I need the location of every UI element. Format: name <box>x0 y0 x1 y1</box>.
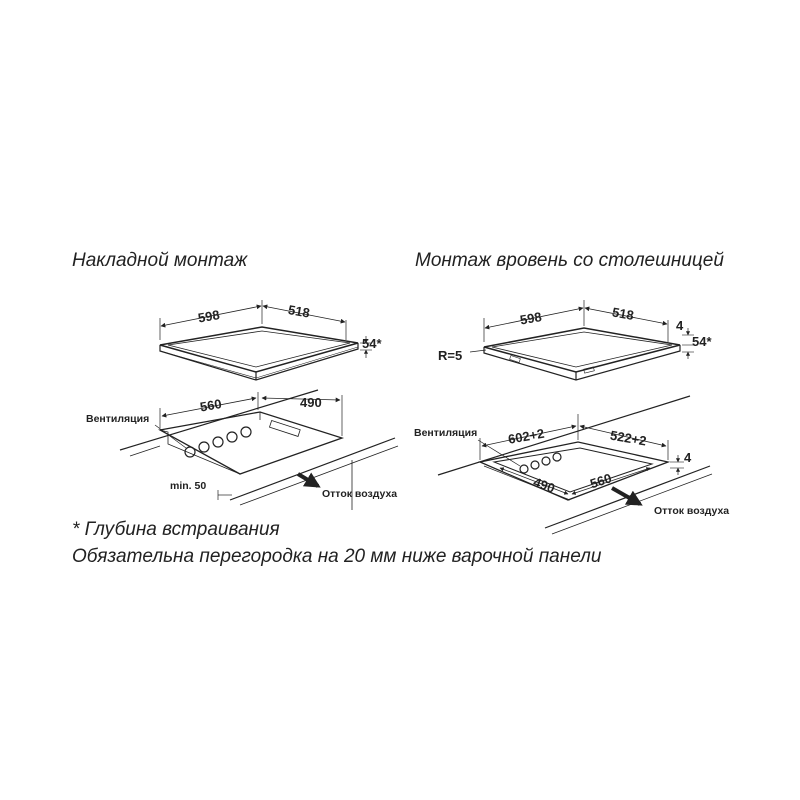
right-hob-drawing <box>437 300 713 535</box>
left-min-label: min. 50 <box>170 480 206 492</box>
right-outer-width: 602+2 <box>507 426 546 447</box>
left-hob-drawing <box>119 300 399 510</box>
right-cut-width: 560 <box>588 470 613 491</box>
right-airflow-label: Отток воздуха <box>654 505 729 517</box>
right-dim-width: 598 <box>519 309 543 328</box>
left-cut-width: 560 <box>199 396 223 415</box>
left-cut-depth: 490 <box>300 395 322 410</box>
right-radius-label: R=5 <box>438 348 462 363</box>
right-dim-height: 54* <box>692 334 712 349</box>
left-dim-height: 54* <box>362 336 382 351</box>
right-outer-depth: 522+2 <box>609 428 648 449</box>
title-surface-mount: Накладной монтаж <box>72 250 248 271</box>
right-cut-depth: 490 <box>531 474 557 496</box>
title-flush-mount: Монтаж вровень со столешницей <box>415 250 724 271</box>
right-dim-depth: 518 <box>611 304 635 323</box>
partition-note: Обязательна перегородка на 20 мм ниже ва… <box>72 546 602 567</box>
left-ventilation-label: Вентиляция <box>86 413 149 425</box>
right-ventilation-label: Вентиляция <box>414 427 477 439</box>
right-outer-step: 4 <box>684 450 692 465</box>
left-dim-width: 598 <box>197 307 221 326</box>
depth-note: * Глубина встраивания <box>72 519 280 540</box>
right-dim-step: 4 <box>676 318 684 333</box>
left-airflow-label: Отток воздуха <box>322 488 397 500</box>
left-dim-depth: 518 <box>287 302 311 321</box>
